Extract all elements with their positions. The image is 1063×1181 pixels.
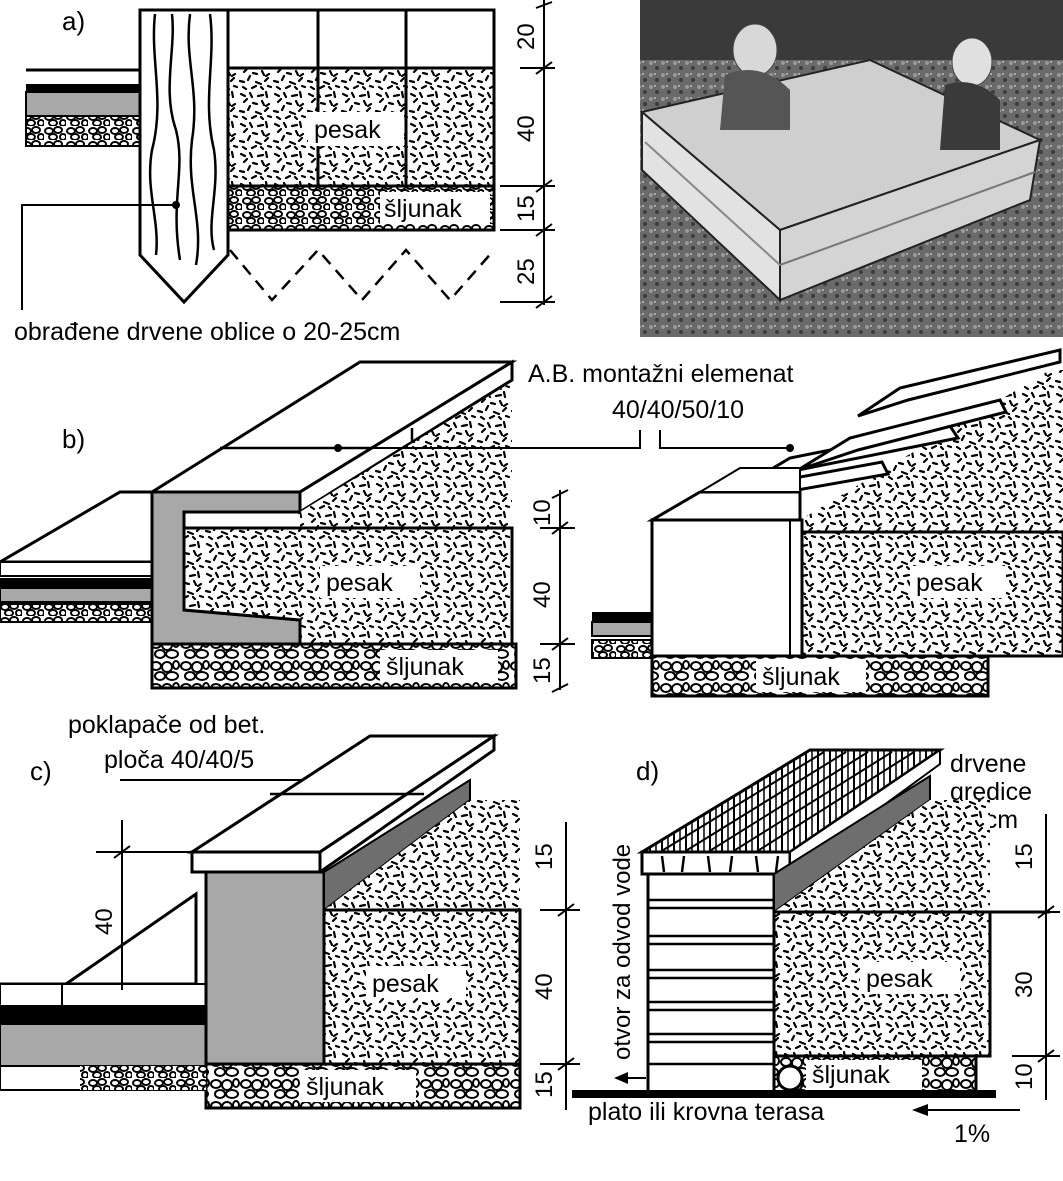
section-b: b) pesak šljunak — [0, 348, 1063, 698]
section-d-brick-courses — [648, 898, 774, 1066]
section-a-callout: obrađene drvene oblice o 20-25cm — [14, 318, 400, 346]
section-b-left-paving — [0, 490, 154, 623]
section-b-label: b) — [62, 424, 85, 454]
section-d-brick-wall — [646, 872, 776, 1094]
section-a-stakes — [229, 248, 495, 302]
section-b-callout-leader-right — [659, 430, 790, 449]
section-c-callout-line1: poklapače od bet. — [68, 711, 265, 739]
section-b-right-sand-label: pesak — [916, 569, 983, 597]
section-c-dim-15-top: 15 — [531, 843, 558, 870]
section-c-wall-height: 40 — [91, 908, 118, 935]
section-c-dim-40: 40 — [531, 973, 558, 1000]
section-d: d) drvene gredice 5/8cm otvor za odvod v… — [572, 748, 1060, 1148]
wooden-log — [138, 8, 230, 305]
section-a-dim-15: 15 — [513, 195, 540, 222]
section-b-right-gravel-label: šljunak — [762, 663, 840, 691]
section-b-left-dim-10: 10 — [529, 499, 556, 526]
section-c-paving — [0, 891, 207, 1091]
section-c-sand-label: pesak — [372, 970, 439, 998]
section-b-right-paving — [591, 612, 653, 659]
section-b-left-sand-label: pesak — [326, 569, 393, 597]
section-b-callout-line2: 40/40/50/10 — [612, 396, 744, 424]
section-d-dim-30: 30 — [1011, 971, 1038, 998]
section-c: c) poklapače od bet. ploča 40/40/5 40 — [0, 711, 580, 1110]
section-d-base — [572, 1090, 996, 1098]
section-a-label: a) — [62, 6, 85, 36]
section-d-dim-10: 10 — [1011, 1063, 1038, 1090]
section-d-label: d) — [636, 756, 659, 786]
section-b-left-dimension — [540, 489, 575, 693]
section-a-sand-label: pesak — [314, 116, 381, 144]
section-c-dim-15-bottom: 15 — [531, 1071, 558, 1098]
section-a-plank-layer — [226, 8, 496, 70]
section-c-dimension — [540, 822, 580, 1110]
section-a-dim-20: 20 — [513, 23, 540, 50]
section-c-wall — [204, 870, 326, 1066]
section-b-left-sand-top — [300, 382, 512, 528]
section-a-gravel-label: šljunak — [384, 195, 462, 223]
section-d-gravel-label: šljunak — [812, 1061, 890, 1089]
section-a: a) pesak šl — [14, 0, 555, 346]
section-a-callout-leader — [21, 204, 176, 310]
section-d-slope: 1% — [954, 1120, 990, 1148]
section-d-dimension — [1012, 814, 1060, 1100]
section-c-callout-line2: ploča 40/40/5 — [104, 746, 254, 774]
section-d-drain-label: otvor za odvod vode — [609, 844, 636, 1060]
section-b-callout-leader-left — [338, 430, 641, 449]
section-b-right-block — [650, 518, 804, 658]
section-b-left-gravel-label: šljunak — [386, 653, 464, 681]
section-d-base-label: plato ili krovna terasa — [588, 1098, 824, 1126]
section-b-left-dim-40: 40 — [529, 581, 556, 608]
section-d-wood-line1: drvene — [950, 750, 1026, 778]
section-d-drain-pipe — [776, 1064, 804, 1092]
section-a-paving — [25, 68, 141, 147]
section-a-dimension-line — [500, 0, 555, 309]
section-c-label: c) — [30, 756, 52, 786]
section-b-left-dim-15: 15 — [529, 657, 556, 684]
section-c-gravel-label: šljunak — [306, 1073, 384, 1101]
sandbox-photo — [639, 0, 1063, 337]
section-d-sand-label: pesak — [866, 965, 933, 993]
section-a-dim-40: 40 — [513, 115, 540, 142]
section-a-dim-25: 25 — [513, 258, 540, 285]
section-d-dim-15: 15 — [1011, 843, 1038, 870]
section-b-callout-line1: A.B. montažni elemenat — [528, 360, 793, 388]
